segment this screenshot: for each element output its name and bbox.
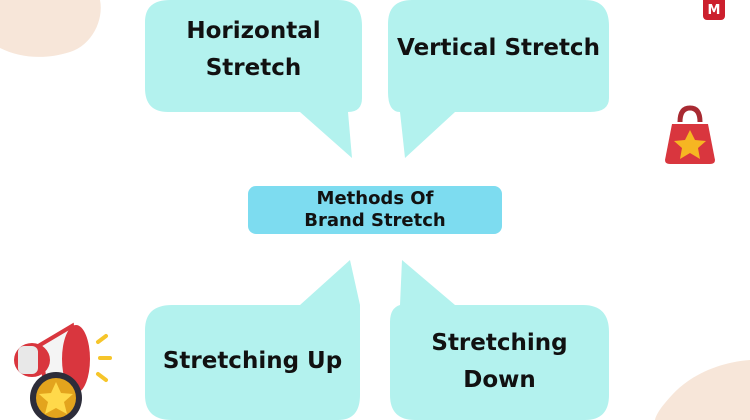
bubble-line: Vertical Stretch [397, 35, 600, 61]
bubble-label-stretching-up: Stretching Up [145, 343, 360, 380]
bubble-label-horizontal-stretch: Horizontal Stretch [145, 13, 362, 87]
megaphone-star-icon [14, 322, 112, 420]
bubble-line: Horizontal [186, 18, 321, 44]
bubble-stretching-up [145, 260, 360, 420]
bubble-horizontal-stretch [145, 0, 362, 158]
bubble-line: Stretching Up [162, 348, 343, 374]
bubble-stretching-down [390, 260, 609, 420]
center-line: Brand Stretch [304, 210, 446, 231]
bubble-label-vertical-stretch: Vertical Stretch [388, 30, 609, 67]
brand-logo-icon: M [703, 0, 725, 20]
bubble-line: Down [463, 367, 536, 393]
decor-blob-top-left [0, 0, 101, 57]
bubble-line: Stretching [431, 330, 568, 356]
center-line: Methods Of [316, 188, 434, 209]
decor-blob-bottom-right [655, 360, 750, 420]
bubble-label-stretching-down: Stretching Down [390, 325, 609, 399]
center-label-methods-of-brand-stretch: Methods Of Brand Stretch [248, 186, 502, 234]
bubble-vertical-stretch [388, 0, 609, 158]
bubble-line: Stretch [205, 55, 302, 81]
shopping-bag-star-icon [665, 105, 715, 164]
